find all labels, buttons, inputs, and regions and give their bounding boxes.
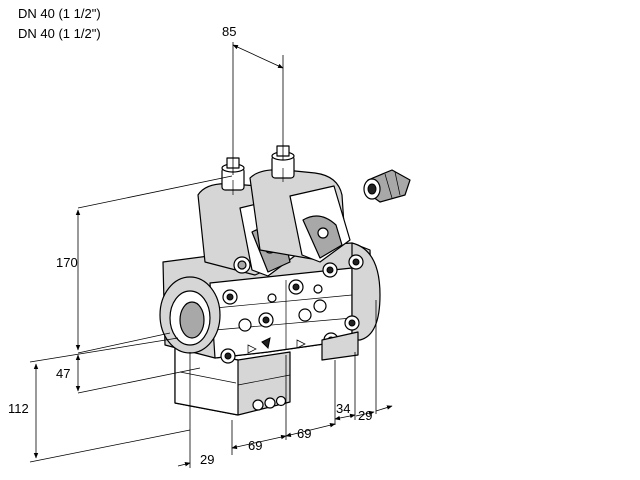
screw-group (220, 254, 364, 364)
cable-gland (363, 169, 411, 203)
dim-29-left: 29 (200, 452, 214, 467)
caption-line-2: DN 40 (1 1/2") (18, 26, 101, 41)
dim-69-b: 69 (297, 426, 311, 441)
dimension-lines (29, 42, 393, 468)
dim-29-right: 29 (358, 408, 372, 423)
dim-69-a: 69 (248, 438, 262, 453)
caption-line-1: DN 40 (1 1/2") (18, 6, 101, 21)
dim-34: 34 (336, 401, 350, 416)
valve-assembly (159, 145, 381, 416)
dim-170: 170 (56, 255, 78, 270)
dim-85: 85 (222, 24, 236, 39)
dim-112: 112 (8, 401, 29, 416)
dim-47: 47 (56, 366, 70, 381)
